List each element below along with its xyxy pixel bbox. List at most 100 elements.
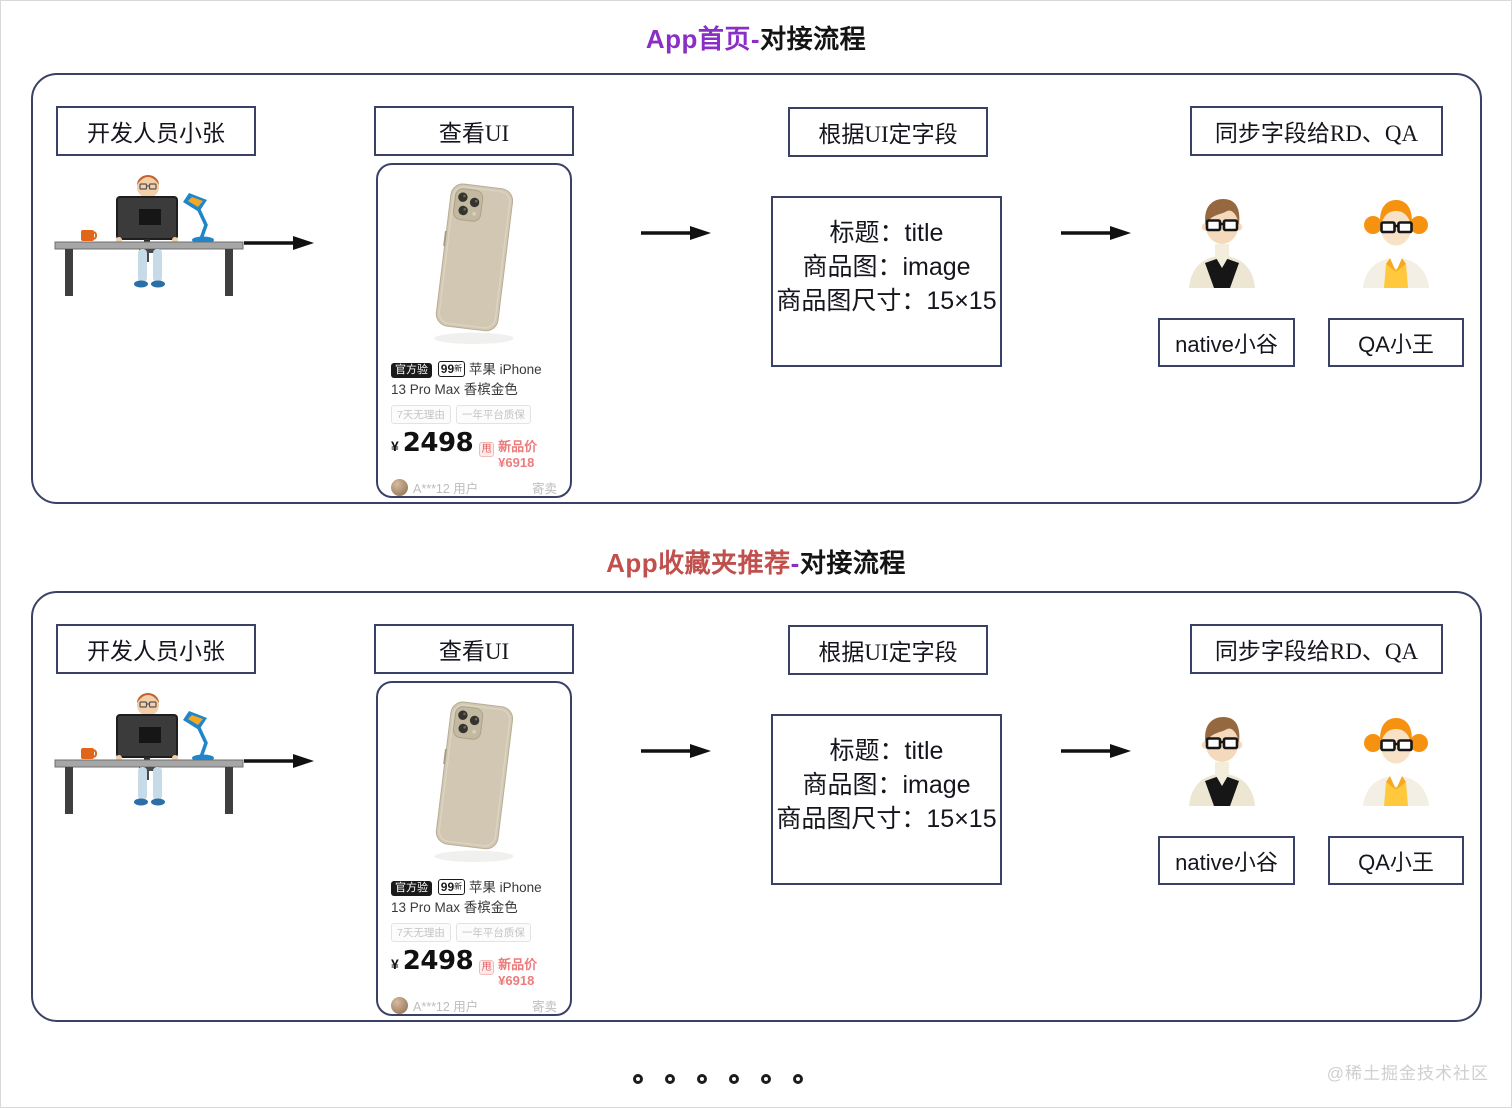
- step-box-define-fields: 根据UI定字段: [788, 625, 988, 675]
- product-price-row: ¥ 2498 甩 新品价¥6918: [391, 428, 557, 470]
- qa-person-avatar: [1363, 200, 1429, 288]
- step-label: 开发人员小张: [87, 121, 225, 146]
- name-box-qa: QA小王: [1328, 836, 1464, 885]
- step-box-developer: 开发人员小张: [56, 106, 256, 156]
- currency-symbol: ¥: [391, 956, 399, 972]
- section-title-home: App首页-对接流程: [1, 19, 1511, 56]
- seller-row: A***12 用户 寄卖: [391, 478, 557, 497]
- developer-at-desk-illustration: [54, 693, 244, 814]
- step-label: 查看UI: [438, 639, 510, 664]
- tag-warranty: 一年平台质保: [455, 923, 531, 942]
- phone-illustration: [434, 183, 514, 344]
- price-badge-icon: 甩: [479, 441, 495, 457]
- name-box-rd: native小谷: [1158, 836, 1295, 885]
- product-title: 官方验 99新 苹果 iPhone 13 Pro Max 香槟金色: [391, 878, 557, 918]
- seller-row: A***12 用户 寄卖: [391, 996, 557, 1015]
- field-image-size: 商品图尺寸：15×15: [776, 804, 997, 833]
- product-title-text: 苹果 iPhone 13 Pro Max 香槟金色: [391, 880, 542, 915]
- pagination-dot[interactable]: [665, 1074, 675, 1084]
- field-image: 商品图：image: [802, 770, 971, 799]
- product-card: 官方验 99新 苹果 iPhone 13 Pro Max 香槟金色 7天无理由 …: [376, 163, 572, 498]
- product-title: 官方验 99新 苹果 iPhone 13 Pro Max 香槟金色: [391, 360, 557, 400]
- seller-name: A***12 用户: [413, 482, 479, 496]
- step-box-define-fields: 根据UI定字段: [788, 107, 988, 157]
- step-box-sync-fields: 同步字段给RD、QA: [1190, 106, 1443, 156]
- condition-badge: 99新: [437, 361, 466, 377]
- field-title: 标题：title: [829, 218, 944, 247]
- seller-avatar: [391, 997, 408, 1014]
- currency-symbol: ¥: [391, 438, 399, 454]
- title-separator: -: [790, 548, 800, 578]
- pagination-dot[interactable]: [761, 1074, 771, 1084]
- product-image: [391, 691, 557, 874]
- flow-panel-favorites: 开发人员小张: [31, 591, 1482, 1022]
- rd-name-label: native小谷: [1175, 331, 1278, 357]
- consign-label: 寄卖: [531, 1000, 557, 1014]
- tag-warranty: 一年平台质保: [455, 405, 531, 424]
- name-box-rd: native小谷: [1158, 318, 1295, 367]
- arrow-icon: [1061, 744, 1131, 758]
- title-rest: 对接流程: [799, 548, 906, 578]
- qa-name-label: QA小王: [1358, 331, 1434, 357]
- step-label: 同步字段给RD、QA: [1214, 639, 1419, 664]
- developer-at-desk-illustration: [54, 175, 244, 296]
- arrow-icon: [1061, 226, 1131, 240]
- product-tags: 7天无理由 一年平台质保: [391, 923, 557, 942]
- pagination-dot[interactable]: [697, 1074, 707, 1084]
- rd-person-avatar: [1189, 717, 1255, 806]
- tag-return-policy: 7天无理由: [391, 405, 451, 424]
- section-title-favorites: App收藏夹推荐-对接流程: [1, 543, 1511, 580]
- step-label: 根据UI定字段: [818, 122, 958, 147]
- field-image-size: 商品图尺寸：15×15: [776, 286, 997, 315]
- field-title: 标题：title: [829, 736, 944, 765]
- step-label: 查看UI: [438, 121, 510, 146]
- flow-panel-home: 开发人员小张: [31, 73, 1482, 504]
- new-price-label: 新品价¥6918: [498, 439, 538, 470]
- new-price-label: 新品价¥6918: [498, 957, 538, 988]
- step-label: 同步字段给RD、QA: [1214, 121, 1419, 146]
- qa-person-avatar: [1363, 718, 1429, 806]
- product-price-row: ¥ 2498 甩 新品价¥6918: [391, 946, 557, 988]
- pagination-dot[interactable]: [633, 1074, 643, 1084]
- tag-return-policy: 7天无理由: [391, 923, 451, 942]
- price-badge-icon: 甩: [479, 959, 495, 975]
- product-image: [391, 173, 557, 356]
- pagination-dot[interactable]: [793, 1074, 803, 1084]
- name-box-qa: QA小王: [1328, 318, 1464, 367]
- step-box-view-ui: 查看UI: [374, 624, 574, 674]
- watermark: @稀土掘金技术社区: [1326, 1064, 1489, 1083]
- pagination-dot[interactable]: [729, 1074, 739, 1084]
- title-highlight: App收藏夹推荐: [606, 548, 791, 578]
- price-value: 2498: [402, 946, 474, 976]
- arrow-icon: [641, 744, 711, 758]
- step-box-view-ui: 查看UI: [374, 106, 574, 156]
- phone-illustration: [434, 701, 514, 862]
- arrow-icon: [641, 226, 711, 240]
- qa-name-label: QA小王: [1358, 849, 1434, 875]
- field-image: 商品图：image: [802, 252, 971, 281]
- condition-badge: 99新: [437, 879, 466, 895]
- title-separator: -: [750, 24, 761, 54]
- rd-name-label: native小谷: [1175, 849, 1278, 875]
- seller-name: A***12 用户: [413, 1000, 479, 1014]
- consign-label: 寄卖: [531, 482, 557, 496]
- official-check-badge: 官方验: [391, 363, 432, 378]
- arrow-icon: [244, 236, 314, 250]
- title-rest: 对接流程: [760, 24, 867, 54]
- official-check-badge: 官方验: [391, 881, 432, 896]
- seller-avatar: [391, 479, 408, 496]
- rd-person-avatar: [1189, 199, 1255, 288]
- arrow-icon: [244, 754, 314, 768]
- step-label: 开发人员小张: [87, 639, 225, 664]
- fields-box: 标题：title 商品图：image 商品图尺寸：15×15: [771, 196, 1002, 367]
- title-highlight: App首页: [645, 24, 751, 54]
- step-label: 根据UI定字段: [818, 640, 958, 665]
- step-box-sync-fields: 同步字段给RD、QA: [1190, 624, 1443, 674]
- fields-box: 标题：title 商品图：image 商品图尺寸：15×15: [771, 714, 1002, 885]
- price-value: 2498: [402, 428, 474, 458]
- product-card: 官方验 99新 苹果 iPhone 13 Pro Max 香槟金色 7天无理由 …: [376, 681, 572, 1016]
- product-title-text: 苹果 iPhone 13 Pro Max 香槟金色: [391, 362, 542, 397]
- carousel-pagination: [633, 1074, 803, 1084]
- step-box-developer: 开发人员小张: [56, 624, 256, 674]
